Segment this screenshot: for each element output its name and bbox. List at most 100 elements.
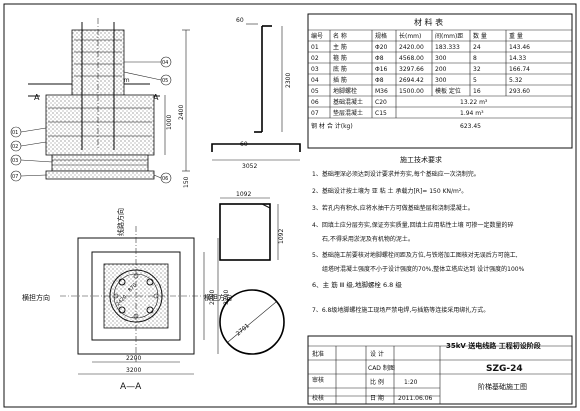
dim-870: 870 [127, 282, 138, 293]
materials-row-cell: 16 [473, 88, 481, 95]
materials-row-cell: 166.74 [509, 66, 530, 73]
callout-07: 07 [12, 174, 18, 180]
materials-row-cell: 03 [311, 66, 319, 73]
materials-row-cell: 2694.42 [399, 77, 424, 84]
rebar-detail-bottom: 3052 [211, 143, 301, 170]
materials-total-label: 钢 材 合 计(kg) [311, 122, 353, 130]
materials-concrete-cell: 06 [311, 99, 319, 106]
plan-view: 870 2420 线路方向 横担方向 横担方向 2200 3200 2200 3… [22, 208, 232, 392]
materials-row-cell: Φ8 [375, 55, 384, 62]
materials-row-cell: 5 [473, 77, 477, 84]
dim-2200-vertical: 2200 [209, 290, 216, 305]
materials-row-cell: 1500.00 [399, 88, 424, 95]
materials-row-cell: 300 [435, 77, 447, 84]
label-check: 校核 [312, 394, 324, 402]
dim-2300: 2300 [285, 73, 292, 88]
dim-150: 150 [183, 176, 190, 188]
materials-row-cell: Φ8 [375, 77, 384, 84]
label-date: 日 期 [370, 394, 384, 402]
dim-1092-top: 1092 [236, 191, 251, 198]
materials-row-cell: 4568.00 [399, 55, 424, 62]
materials-total-value: 623.45 [460, 123, 481, 130]
materials-row-cell: Φ20 [375, 44, 388, 51]
drawing-name: SZG-24 [486, 364, 523, 374]
note-4: 4、回填土应分层夯实,保证夯实质量,回填土应用粘性土壤 可掺一定数量的碎 [312, 221, 514, 229]
materials-header-cell: 长(mm) [399, 32, 421, 40]
note-5: 5、基础施工前要核对地脚螺栓间距及方位,与铁塔加工图核对无误后方可施工, [312, 251, 518, 259]
stirrup-detail: 1092 1092 [219, 191, 285, 261]
materials-row-cell: M36 [375, 88, 388, 95]
materials-row-cell: 模板 定位 [435, 87, 461, 95]
line-direction-label: 线路方向 [116, 208, 125, 236]
scale-value: 1:20 [404, 379, 418, 386]
materials-row-cell: 200 [435, 66, 447, 73]
materials-row-cell: 300 [435, 55, 447, 62]
note-5-cont: 组塔时混凝土强度不小于设计强度的70%,整体立塔应达到 设计强度的100% [322, 265, 525, 273]
materials-concrete-cell: 垫层混凝土 [333, 109, 363, 117]
materials-header-cell: 数 量 [473, 32, 487, 40]
materials-concrete-cell: 基础混凝土 [333, 98, 363, 106]
materials-row-cell: 3297.66 [399, 66, 424, 73]
dim-60-top: 60 [236, 17, 244, 24]
materials-row-cell: 地脚螺栓 [333, 87, 357, 95]
note-3: 3、若孔内有积水,应将水抽干方可做基础垫层和浇制混凝土。 [312, 204, 474, 212]
note-1: 1、基础埋深必须达到设计要求并夯实,每个基础应一次浇制完。 [312, 170, 480, 178]
materials-header-cell: 间(mm)距 [435, 32, 463, 40]
label-review: 审核 [312, 376, 324, 384]
project-name: 35kV 送电线路 工程初设阶段 [446, 341, 541, 350]
materials-row-cell: 底 筋 [333, 65, 347, 73]
materials-row-cell: 32 [473, 66, 481, 73]
materials-row-cell: 143.46 [509, 44, 530, 51]
materials-row-cell: 14.33 [509, 55, 526, 62]
materials-row-cell: 插 筋 [333, 76, 347, 84]
cross-direction-left: 横担方向 [22, 293, 50, 302]
sheet-border [3, 3, 577, 408]
callout-02: 02 [12, 144, 18, 150]
note-4-cont: 石,不得采用淤泥及有机物的泥土。 [322, 235, 414, 243]
materials-header-cell: 规格 [375, 32, 387, 40]
callout-06: 06 [162, 176, 168, 182]
dim-2200-horizontal: 2200 [126, 355, 141, 362]
elevation-view: -0.0m A A 2400 [10, 18, 190, 188]
materials-concrete-cell: C15 [375, 110, 387, 117]
elevation-callouts: 01 02 03 07 04 05 06 [10, 56, 172, 184]
materials-concrete-cell: C20 [375, 99, 387, 106]
materials-row-cell: Φ16 [375, 66, 388, 73]
callout-04: 04 [162, 60, 168, 66]
section-label: A—A [120, 382, 142, 392]
materials-row-cell: 183.333 [435, 44, 460, 51]
materials-row-cell: 05 [311, 88, 319, 95]
materials-table-title: 材 料 表 [414, 17, 443, 27]
anchor-bolts [113, 273, 159, 319]
materials-concrete-cell: 07 [311, 110, 319, 117]
label-approve: 批准 [312, 350, 324, 358]
note-7: 7、6.8级地脚螺栓施工现场严禁电焊,与插筋等连接采用绑扎方式。 [312, 306, 489, 314]
note-2: 2、基础设计按土壤为 亚 粘 土 承载力[R]= 150 KN/m²。 [312, 187, 467, 195]
callout-05: 05 [162, 78, 168, 84]
dim-3052: 3052 [242, 163, 257, 170]
label-scale: 比 例 [370, 378, 384, 386]
label-design: 设 计 [370, 350, 384, 358]
dim-2400: 2400 [178, 105, 185, 120]
materials-header-cell: 重 量 [509, 32, 523, 40]
materials-header-cell: 编号 [311, 32, 323, 40]
materials-concrete-cell: 13.22 m³ [460, 99, 488, 106]
date-value: 2011.06.06 [398, 395, 433, 402]
materials-row-cell: 293.60 [509, 88, 530, 95]
dim-3200-vertical: 3200 [223, 290, 230, 305]
dim-3200-horizontal: 3200 [126, 367, 141, 374]
dim-1092-right: 1092 [278, 229, 285, 244]
materials-header-cell: 名 称 [333, 32, 347, 40]
notes-title: 施工技术要求 [400, 155, 442, 164]
section-marker-left: A [34, 93, 40, 102]
materials-row-cell: 5.32 [509, 77, 523, 84]
materials-row-cell: 02 [311, 55, 319, 62]
materials-row-cell: 主 筋 [333, 43, 347, 51]
materials-row-cell: 04 [311, 77, 319, 84]
label-cad: CAD 制图 [368, 364, 395, 372]
materials-row-cell: 24 [473, 44, 481, 51]
materials-row-cell: 箍 筋 [333, 54, 347, 62]
section-marker-right: A [153, 93, 159, 102]
